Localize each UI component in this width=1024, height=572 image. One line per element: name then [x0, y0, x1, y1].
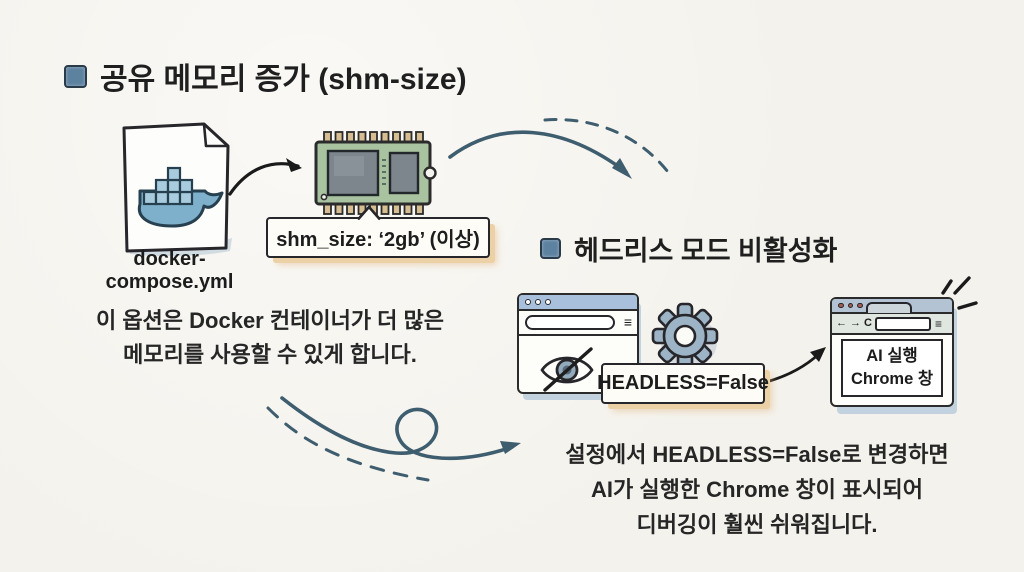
eye-off-icon — [540, 347, 594, 392]
chrome-content-line1: AI 실행 — [866, 347, 918, 365]
docker-whale-icon — [137, 166, 224, 228]
back-icon: ← — [836, 317, 847, 329]
window-dot-icon — [545, 299, 551, 305]
chrome-window-content: AI 실행 Chrome 창 — [841, 339, 943, 397]
square-bullet-icon — [64, 64, 87, 88]
docker-compose-file-icon — [122, 122, 232, 256]
menu-icon: ≡ — [623, 314, 632, 330]
window-dot-icon — [847, 302, 853, 309]
window-dot-icon — [525, 299, 531, 305]
headless-window-titlebar — [519, 295, 637, 311]
solid-arc-arrow — [448, 130, 632, 179]
chip-pin1-dot — [320, 193, 328, 201]
gear-icon — [651, 302, 719, 370]
headless-description-line3: 디버깅이 훨씬 쉬워집니다. — [636, 512, 878, 537]
shm-label-caret — [357, 205, 381, 220]
chrome-window-titlebar — [832, 299, 952, 314]
shm-heading: 공유 메모리 증가 (shm-size) — [64, 54, 467, 98]
refresh-icon: C — [864, 317, 872, 329]
dashed-arc — [543, 118, 670, 174]
headless-window-toolbar: ≡ — [519, 311, 637, 336]
chip-print-marks — [382, 159, 386, 185]
dashed-loop-companion — [266, 406, 430, 482]
chrome-content-line2: Chrome 창 — [850, 370, 934, 388]
chrome-window: ← → C ≡ AI 실행 Chrome 창 — [830, 297, 954, 407]
address-bar — [874, 316, 931, 331]
chip-die-highlight — [334, 156, 364, 176]
browser-tab — [866, 302, 912, 313]
chip-notch — [423, 166, 437, 180]
ram-chip-icon — [314, 131, 437, 215]
chrome-window-toolbar: ← → C ≡ — [832, 314, 952, 335]
shm-size-label-text: shm_size: ‘2gb’ (이상) — [276, 229, 480, 251]
window-dot-icon — [838, 302, 844, 309]
window-dot-icon — [535, 299, 541, 305]
file-fold-corner — [202, 123, 228, 148]
headless-label-text: HEADLESS=False — [597, 372, 769, 394]
window-dot-icon — [857, 302, 863, 309]
shm-description-line1: 이 옵션은 Docker 컨테이너가 더 많은 — [95, 308, 445, 333]
headless-heading: 헤드리스 모드 비활성화 — [540, 229, 837, 268]
shm-size-label: shm_size: ‘2gb’ (이상) — [266, 217, 490, 258]
file-label: docker-compose.yml — [105, 248, 234, 293]
forward-icon: → — [850, 317, 861, 329]
arrow-label-to-chrome — [764, 347, 826, 384]
chip-die-right — [388, 151, 420, 195]
headless-description-line1: 설정에서 HEADLESS=False로 변경하면 — [565, 442, 949, 467]
address-bar — [525, 315, 615, 330]
shm-description: 이 옵션은 Docker 컨테이너가 더 많은 메모리를 사용할 수 있게 합니… — [88, 304, 452, 372]
square-bullet-icon — [540, 238, 561, 259]
shm-heading-label: 공유 메모리 증가 (shm-size) — [100, 63, 467, 96]
headless-description-line2: AI가 실행한 Chrome 창이 표시되어 — [591, 477, 923, 502]
headless-label: HEADLESS=False — [597, 363, 769, 404]
headless-heading-label: 헤드리스 모드 비활성화 — [574, 236, 838, 266]
headless-description: 설정에서 HEADLESS=False로 변경하면 AI가 실행한 Chrome… — [542, 437, 972, 542]
shm-description-line2: 메모리를 사용할 수 있게 합니다. — [123, 342, 417, 367]
menu-icon: ≡ — [934, 316, 942, 331]
loop-arrow — [280, 396, 521, 461]
